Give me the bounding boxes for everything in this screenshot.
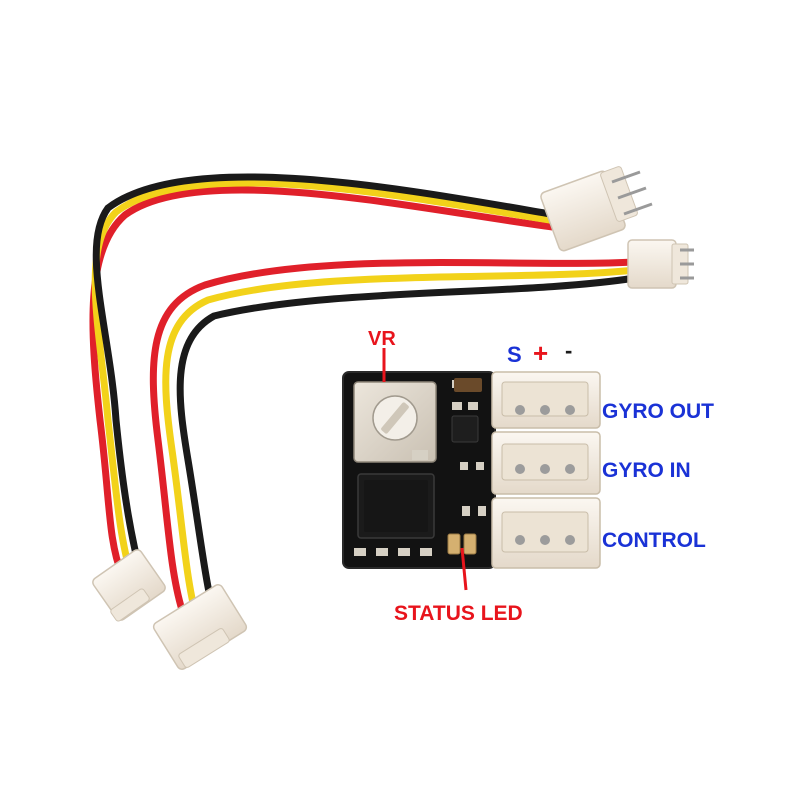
label-status-led: STATUS LED [394, 602, 523, 625]
label-signal: S [507, 342, 522, 367]
label-gyro-out: GYRO OUT [602, 400, 714, 423]
trim-potentiometer [353, 381, 437, 463]
gyro-chip [357, 473, 435, 539]
label-minus: - [565, 338, 572, 363]
servo-cable-lower [149, 258, 639, 619]
label-plus: + [533, 338, 548, 368]
status-led-pointer [460, 547, 468, 591]
cable-connector-bottom-left-a [92, 549, 166, 622]
cable-connector-bottom-left-b [152, 584, 248, 670]
cable-connector-top-right [540, 166, 653, 252]
label-control: CONTROL [602, 529, 706, 552]
header-gyro-out [491, 371, 601, 429]
servo-cable-upper [89, 173, 566, 584]
cable-connector-mid-right [627, 239, 694, 289]
header-gyro-in [491, 431, 601, 495]
header-control [491, 497, 601, 569]
label-vr: VR [368, 328, 396, 350]
label-gyro-in: GYRO IN [602, 459, 691, 482]
